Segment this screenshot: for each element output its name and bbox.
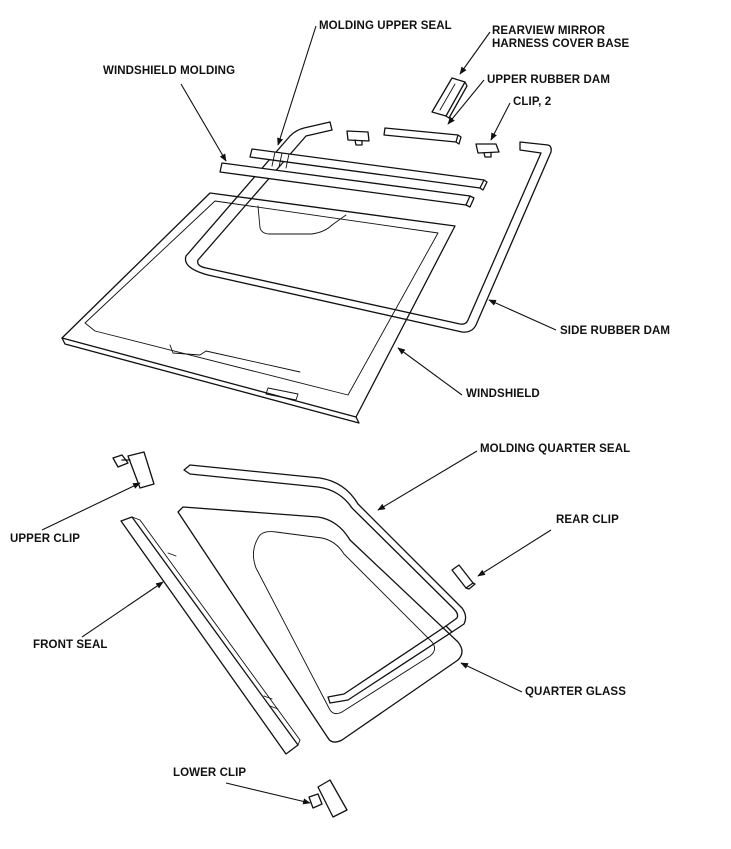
front-seal <box>120 516 301 755</box>
mirror-cover-part-small <box>346 130 370 146</box>
upper-clip <box>112 451 155 489</box>
label-windshield-molding: WINDSHIELD MOLDING <box>103 65 236 77</box>
windshield-molding <box>219 162 475 208</box>
clip-2 <box>475 143 500 158</box>
leader-lines <box>41 25 557 805</box>
rear-clip <box>451 564 476 590</box>
windshield-glass <box>61 192 456 424</box>
label-molding-upper-seal: MOLDING UPPER SEAL <box>319 20 452 32</box>
label-rearview-mirror-harness-cover-base: REARVIEW MIRROR HARNESS COVER BASE <box>492 25 630 50</box>
label-clip-2: CLIP, 2 <box>513 96 552 108</box>
label-upper-clip: UPPER CLIP <box>10 533 81 545</box>
upper-rubber-dam <box>383 127 462 145</box>
label-side-rubber-dam: SIDE RUBBER DAM <box>560 325 671 337</box>
label-windshield: WINDSHIELD <box>466 388 540 400</box>
lower-clip <box>308 779 348 818</box>
label-front-seal: FRONT SEAL <box>33 639 108 651</box>
rearview-mirror-harness-cover-base <box>431 77 468 119</box>
label-lower-clip: LOWER CLIP <box>173 767 247 779</box>
quarter-glass <box>177 506 463 743</box>
molding-upper-seal <box>249 148 488 191</box>
label-upper-rubber-dam: UPPER RUBBER DAM <box>487 74 610 86</box>
label-molding-quarter-seal: MOLDING QUARTER SEAL <box>480 443 631 455</box>
molding-quarter-seal <box>183 464 467 704</box>
label-quarter-glass: QUARTER GLASS <box>525 686 626 698</box>
label-rear-clip: REAR CLIP <box>556 514 619 526</box>
side-rubber-dam <box>184 121 552 333</box>
